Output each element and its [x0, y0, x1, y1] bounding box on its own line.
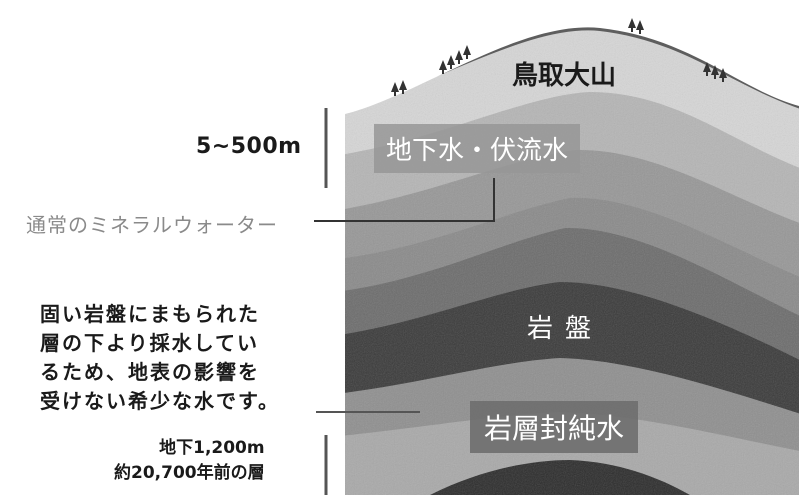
- description-line: るため、地表の影響を: [40, 360, 260, 384]
- description: 固い岩盤にまもられた 層の下より採水してい るため、地表の影響を 受けない希少な…: [40, 300, 280, 416]
- description-line: 固い岩盤にまもられた: [40, 302, 260, 326]
- depth-range-top: 5~500m: [196, 134, 302, 159]
- sealed-water-label: 岩層封純水: [470, 401, 639, 453]
- description-line: 受けない希少な水です。: [40, 389, 280, 413]
- tree-icon: [391, 18, 727, 96]
- groundwater-label: 地下水・伏流水: [374, 124, 581, 173]
- bedrock-label: 岩盤: [527, 314, 604, 344]
- mineral-water-leader: [314, 178, 495, 222]
- sky: [345, 0, 799, 114]
- depth-range-bottom: 地下1,200m 約20,700年前の層: [114, 436, 265, 486]
- depth-bottom-line: 地下1,200m: [159, 438, 265, 458]
- mountain-name-label: 鳥取大山: [512, 61, 617, 91]
- mineral-water-label: 通常のミネラルウォーター: [26, 213, 278, 237]
- depth-bottom-line: 約20,700年前の層: [114, 463, 265, 483]
- description-line: 層の下より採水してい: [40, 331, 259, 355]
